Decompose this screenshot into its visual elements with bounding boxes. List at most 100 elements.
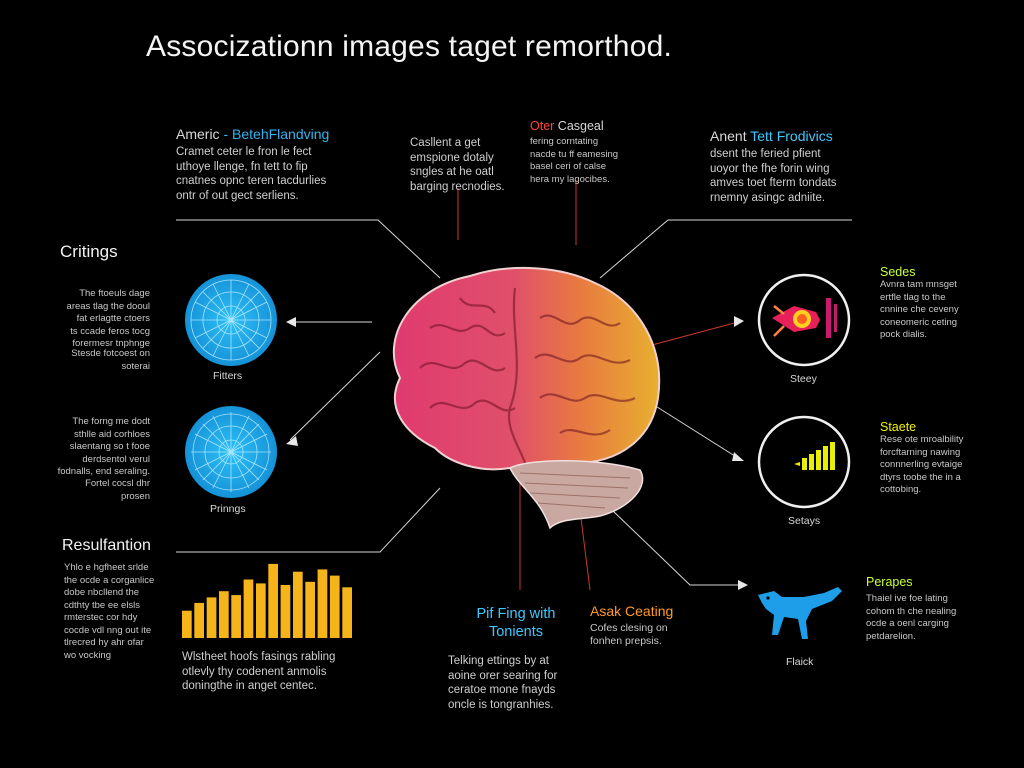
bar-mark — [317, 569, 328, 638]
right-item-1-title: Sedes — [880, 265, 916, 279]
right-item-2-caption: Setays — [788, 515, 821, 527]
right-item-2-line: dtyrs toobe the in a — [880, 471, 961, 483]
right-item-2-line: Rese ote mroalbility — [880, 434, 964, 445]
page-title: Associzationn images taget remorthod. — [146, 30, 672, 63]
bottom-mid-line: Cofes clesing on — [590, 622, 668, 634]
left-block-1-line: areas tlag the dooul — [66, 300, 150, 312]
bottom-center-line: aoine orer searing for — [448, 669, 558, 682]
top-mid-heading: Oter Casgeal — [530, 118, 650, 134]
rocket-icon — [757, 273, 851, 367]
top-center-line: emspione dotaly — [410, 151, 494, 164]
bottom-left-line: tlrecred hy ahr ofar — [64, 637, 144, 648]
right-item-2-line: forcftarning nawing — [880, 446, 961, 458]
top-mid-prefix: Oter — [530, 119, 555, 133]
bar-mark — [243, 579, 254, 638]
left-block-2-line: The forng me dodt — [72, 416, 150, 427]
bottom-left-title: Resulfantion — [62, 537, 151, 554]
right-item-1-line: Avnra tam mnsget — [880, 279, 957, 290]
top-left-block: Americ - BetehFlandving Cramet ceter le … — [176, 126, 376, 203]
bar-mark — [305, 581, 315, 638]
yellow-bars-icon — [757, 415, 851, 509]
bottom-left-line: dobe nbcllend the — [64, 587, 140, 598]
bottom-center-line: ceratoe mone fnayds — [448, 684, 556, 696]
bar-mark — [329, 575, 340, 638]
left-block-2-line: slaentang so t fooe — [69, 441, 150, 452]
left-block-2-note-line: prosen — [120, 490, 150, 502]
brain-illustration — [392, 266, 661, 530]
right-item-1-line: coneomeric ceting — [880, 316, 958, 328]
top-mid-line: hera my lagocibes. — [530, 173, 610, 185]
right-item-3-line: petdarelion. — [866, 630, 916, 642]
bottom-mid-line: fonhen prepsis. — [590, 634, 662, 647]
left-block-1-line: The ftoeuls dage — [79, 288, 150, 299]
right-item-2-line: connnerling evtaige — [880, 459, 963, 470]
top-center-line: Casllent a get — [410, 137, 481, 149]
right-item-3-line: Thaiel ive foe lating — [866, 593, 948, 604]
right-item-2-line: cottobing. — [880, 484, 922, 495]
right-item-3: Perapes Thaiel ive foe lating cohom th c… — [866, 575, 996, 643]
top-right-line: amves toet fterm tondats — [710, 177, 837, 189]
left-block-1-line: ts ccade feros tocg — [70, 325, 150, 337]
right-item-2: Staete Rese ote mroalbility forcftarning… — [880, 420, 1000, 497]
bar-mark — [280, 585, 291, 638]
bottom-left-caption-line: otlevly thy codenent anmolis — [182, 665, 327, 678]
right-item-3-caption: Flaick — [786, 656, 814, 668]
bar-mark — [194, 602, 204, 638]
top-mid-rest: Casgeal — [554, 119, 604, 133]
bottom-left-caption: Wlstheet hoofs fasings rabling otlevly t… — [182, 650, 382, 694]
left-section-title: Critings — [60, 242, 118, 261]
bar-mark — [293, 571, 303, 638]
bar-mark — [342, 587, 352, 638]
left-block-1-line: forermesr tnphnge — [72, 338, 150, 349]
bottom-center-line: oncle is tongranhies. — [448, 698, 554, 711]
bottom-mid-block: Cofes clesing on fonhen prepsis. — [590, 622, 690, 647]
bar-mark — [268, 563, 278, 638]
bar-mark — [231, 595, 241, 638]
bar-chart-icon — [182, 563, 352, 638]
bottom-mid-title: Asak Ceating — [590, 603, 674, 619]
top-left-line: uthoye llenge, fn tett to fip — [176, 160, 308, 173]
left-block-2-line: derdsentol verul — [82, 453, 150, 465]
bottom-left-line: rmterstec cor hdy — [64, 612, 138, 623]
bottom-left-line: cdthty tbe ee elsls — [64, 599, 141, 611]
top-right-block: Anent Tett Frodivics dsent the feried pf… — [710, 128, 890, 205]
top-mid-line: fering corntating — [530, 136, 599, 147]
top-center-block: Casllent a get emspione dotaly sngles at… — [410, 136, 520, 194]
right-item-1-line: ertfle tlag to the — [880, 291, 946, 303]
right-item-1-line: pock dialis. — [880, 329, 927, 340]
right-item-1: Sedes Avnra tam mnsget ertfle tlag to th… — [880, 265, 1000, 342]
right-item-3-title: Perapes — [866, 575, 913, 589]
bar-mark — [182, 610, 192, 638]
top-right-highlight: Tett Frodivics — [750, 128, 833, 144]
bottom-left-line: Yhlo e hgfheet srlde — [64, 562, 149, 573]
top-left-prefix: Americ — [176, 126, 220, 142]
left-block-2-line: fodnalls, end seraling. — [57, 466, 150, 477]
left-block-2-note-line: Fortel cocsl dhr — [85, 478, 150, 489]
bottom-center-title-line: Pif Fing with — [476, 606, 556, 622]
bar-mark — [256, 583, 266, 638]
bottom-center-title-line: Tonients — [488, 624, 543, 640]
bar-mark — [219, 591, 229, 638]
left-block-1-note-line: Stesde fotcoest on — [71, 348, 150, 359]
right-item-2-title: Staete — [880, 420, 917, 434]
top-right-line: uoyor the fhe forin wing — [710, 162, 830, 175]
top-right-line: rnemny asingc adniite. — [710, 191, 826, 204]
circle-1-caption: Fitters — [213, 370, 243, 382]
left-block-2-note: Fortel cocsl dhr prosen — [40, 478, 150, 503]
bottom-left-line: wo vocking — [64, 649, 111, 661]
top-left-heading: Americ - BetehFlandving — [176, 126, 376, 142]
bottom-center-block: Telking ettings by at aoine orer searing… — [448, 654, 598, 712]
top-mid-line: nacde tu ff eamesing — [530, 148, 619, 160]
top-right-heading: Anent Tett Frodivics — [710, 128, 890, 144]
left-block-1-line: fat erlagtte ctoers — [76, 313, 150, 324]
top-left-dash: - — [219, 126, 233, 142]
top-left-line: cnatnes opnc teren tacdurlies — [176, 175, 327, 187]
left-block-2: The forng me dodt sthlle aid corhloes sl… — [40, 416, 150, 479]
left-block-1-note: Stesde fotcoest on soterai — [40, 348, 150, 373]
top-center-line: sngles at he oatl — [410, 166, 494, 178]
neural-circle-icon — [185, 406, 277, 498]
top-left-line: ontr of out gect serliens. — [176, 189, 299, 202]
top-mid-block: Oter Casgeal fering corntating nacde tu … — [530, 118, 650, 186]
neural-circle-icon — [185, 274, 277, 366]
top-mid-line: basel ceri of calse — [530, 161, 607, 172]
